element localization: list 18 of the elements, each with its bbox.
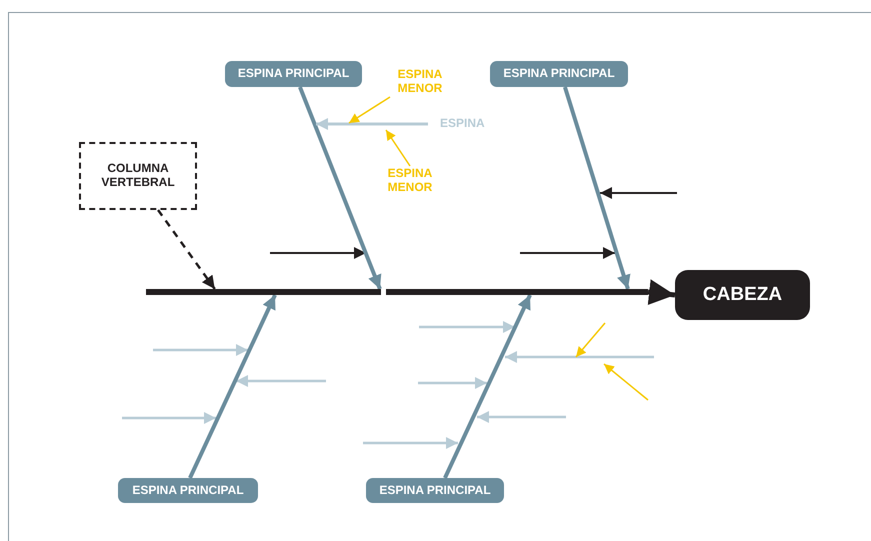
main-bone-box: ESPINA PRINCIPAL [366, 478, 504, 503]
main-bone-box: ESPINA PRINCIPAL [225, 61, 362, 87]
head-box: CABEZA [675, 270, 810, 320]
arrow [188, 294, 277, 479]
main-bone-box: ESPINA PRINCIPAL [118, 478, 258, 503]
arrow [563, 86, 630, 290]
arrow [443, 294, 532, 479]
dashed-box: COLUMNA VERTEBRAL [79, 142, 197, 210]
bone-label: ESPINA [428, 116, 496, 132]
arrow [316, 118, 428, 130]
minor-bone-label: ESPINA MENOR [390, 66, 450, 97]
main-bone-box: ESPINA PRINCIPAL [490, 61, 628, 87]
arrow [385, 130, 411, 166]
arrow [648, 279, 676, 306]
dashed-arrow [157, 209, 216, 290]
arrow [348, 96, 390, 124]
minor-bone-label: ESPINA MENOR [380, 166, 440, 196]
arrow [298, 86, 382, 290]
